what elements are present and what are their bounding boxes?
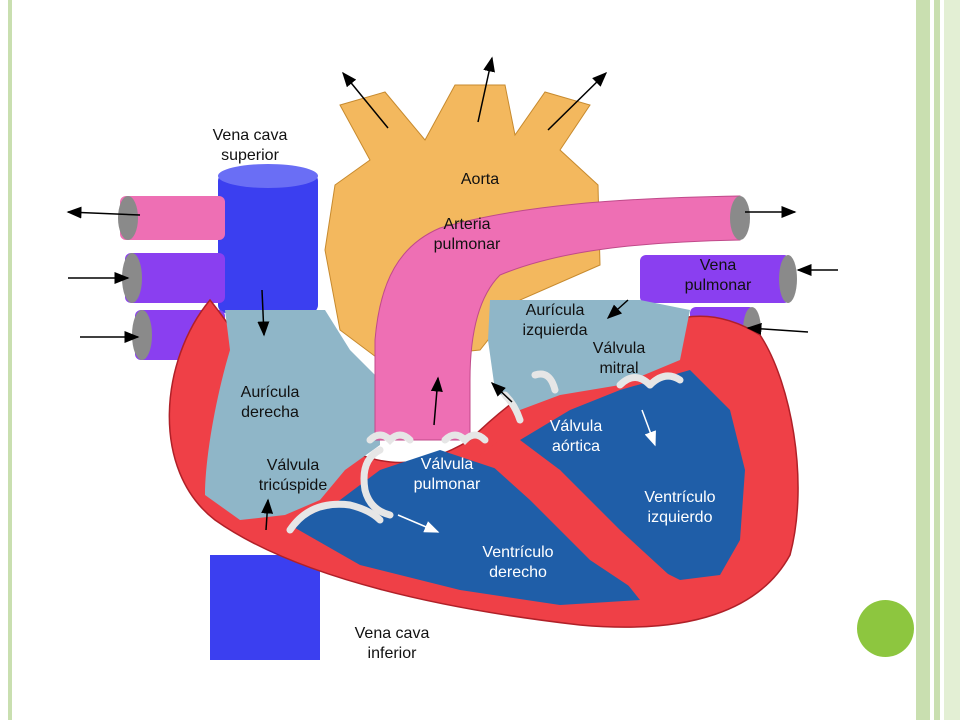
label-arteria-pulmonar: Arteria pulmonar bbox=[434, 216, 501, 253]
side-stripes bbox=[920, 0, 960, 720]
flow-arrows-white bbox=[397, 409, 656, 533]
label-valvula-mitral: Válvula mitral bbox=[593, 340, 646, 377]
svg-text:Ventrículo: Ventrículo bbox=[482, 544, 553, 561]
pulmonary-artery bbox=[374, 195, 750, 441]
svg-text:derecho: derecho bbox=[489, 564, 547, 581]
label-auricula-derecha: Aurícula derecha bbox=[241, 384, 300, 421]
vena-cava-superior bbox=[218, 173, 318, 313]
svg-text:pulmonar: pulmonar bbox=[434, 236, 501, 253]
svg-text:inferior: inferior bbox=[368, 645, 418, 662]
svg-text:Aurícula: Aurícula bbox=[526, 302, 585, 319]
left-ventricle bbox=[520, 370, 745, 580]
svg-text:pulmonar: pulmonar bbox=[414, 476, 481, 493]
label-ventriculo-derecho: Ventrículo derecho bbox=[482, 544, 553, 581]
svg-text:superior: superior bbox=[221, 147, 279, 164]
label-valvula-tricuspide: Válvula tricúspide bbox=[259, 457, 328, 494]
svg-text:Vena cava: Vena cava bbox=[355, 625, 430, 642]
svg-text:Aurícula: Aurícula bbox=[241, 384, 300, 401]
svg-text:Válvula: Válvula bbox=[421, 456, 474, 473]
septum bbox=[480, 440, 680, 600]
label-valvula-aortica: Válvula aórtica bbox=[550, 418, 603, 455]
accent-circle bbox=[857, 600, 914, 657]
svg-text:Válvula: Válvula bbox=[550, 418, 603, 435]
svg-text:Vena cava: Vena cava bbox=[213, 127, 288, 144]
left-atrium bbox=[488, 300, 690, 410]
label-vena-cava-inferior: Vena cava inferior bbox=[355, 625, 430, 662]
slide-frame bbox=[8, 0, 920, 720]
svg-text:mitral: mitral bbox=[599, 360, 638, 377]
svg-text:Arteria: Arteria bbox=[443, 216, 490, 233]
label-auricula-izquierda: Aurícula izquierda bbox=[523, 302, 588, 339]
right-atrium bbox=[205, 310, 380, 520]
label-vena-cava-superior: Vena cava superior bbox=[213, 127, 288, 164]
label-ventriculo-izquierdo: Ventrículo izquierdo bbox=[644, 489, 715, 526]
svg-text:izquierdo: izquierdo bbox=[648, 509, 713, 526]
svg-text:derecha: derecha bbox=[241, 404, 299, 421]
svg-text:Válvula: Válvula bbox=[593, 340, 646, 357]
right-ventricle bbox=[290, 450, 640, 605]
svg-text:izquierda: izquierda bbox=[523, 322, 588, 339]
label-valvula-pulmonar: Válvula pulmonar bbox=[414, 456, 481, 493]
flow-arrows bbox=[66, 56, 838, 531]
valves bbox=[286, 370, 684, 534]
vena-cava-superior-opening bbox=[218, 164, 318, 188]
svg-text:Vena: Vena bbox=[700, 257, 737, 274]
vena-cava-inferior bbox=[210, 555, 320, 660]
svg-text:Ventrículo: Ventrículo bbox=[644, 489, 715, 506]
label-aorta: Aorta bbox=[461, 171, 499, 188]
label-vena-pulmonar: Vena pulmonar bbox=[685, 257, 752, 294]
svg-text:aórtica: aórtica bbox=[552, 438, 600, 455]
svg-text:tricúspide: tricúspide bbox=[259, 477, 328, 494]
svg-text:Válvula: Válvula bbox=[267, 457, 320, 474]
svg-text:pulmonar: pulmonar bbox=[685, 277, 752, 294]
